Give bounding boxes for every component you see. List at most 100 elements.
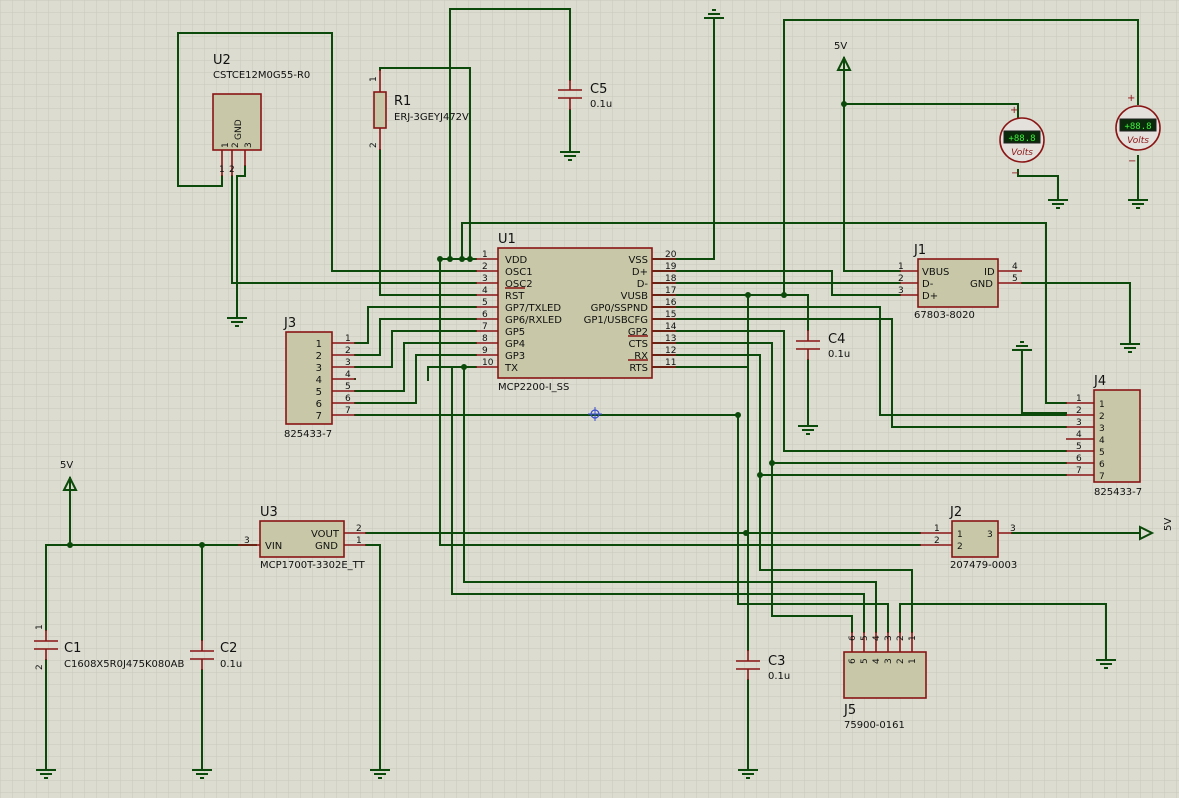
u1-pin-name: OSC1 bbox=[505, 267, 533, 278]
ground-icon bbox=[1128, 199, 1148, 209]
j5-pin-number: 4 bbox=[872, 635, 882, 641]
svg-text:GND: GND bbox=[970, 279, 993, 290]
u1-pin-name: OSC2 bbox=[505, 279, 533, 290]
c1-capacitor[interactable]: C1 C1608X5R0J475K080AB 1 2 bbox=[34, 624, 184, 670]
j5-pin-inner: 1 bbox=[908, 658, 918, 664]
j4-pin-number: 7 bbox=[1076, 466, 1082, 476]
u1-pin-name: GP5 bbox=[505, 327, 525, 338]
svg-text:75900-0161: 75900-0161 bbox=[844, 720, 905, 731]
svg-text:0.1u: 0.1u bbox=[768, 671, 790, 682]
u1-pin-name: CTS bbox=[629, 339, 648, 350]
voltmeter-2[interactable]: +88.8 Volts + − bbox=[1115, 93, 1161, 167]
svg-text:C1608X5R0J475K080AB: C1608X5R0J475K080AB bbox=[64, 659, 184, 670]
svg-text:3: 3 bbox=[244, 142, 254, 148]
svg-text:1: 1 bbox=[356, 536, 362, 546]
u1-pin-name: GP7/TXLED bbox=[505, 303, 561, 314]
svg-text:0.1u: 0.1u bbox=[828, 349, 850, 360]
j4-pin-inner: 1 bbox=[1099, 400, 1105, 410]
r1-part: ERJ-3GEYJ472V bbox=[394, 112, 469, 123]
u1-pin-number: 16 bbox=[665, 298, 677, 308]
u1-pin-name: GP0/SSPND bbox=[591, 303, 649, 314]
u1-pin-name: VDD bbox=[505, 255, 528, 266]
svg-text:VBUS: VBUS bbox=[922, 267, 949, 278]
svg-text:825433-7: 825433-7 bbox=[284, 429, 332, 440]
svg-text:2: 2 bbox=[35, 664, 45, 670]
svg-text:3: 3 bbox=[987, 530, 993, 540]
j4-pin-number: 4 bbox=[1076, 430, 1082, 440]
r1-resistor[interactable]: R1 ERJ-3GEYJ472V 1 2 bbox=[369, 70, 469, 150]
power-5v-right[interactable]: 5V bbox=[1139, 518, 1174, 541]
j5-pin-number: 2 bbox=[896, 635, 906, 641]
j4-pin-inner: 5 bbox=[1099, 448, 1105, 458]
svg-text:C1: C1 bbox=[64, 641, 81, 656]
svg-text:ID: ID bbox=[984, 267, 995, 278]
svg-text:J1: J1 bbox=[913, 243, 926, 258]
c3-capacitor[interactable]: C3 0.1u bbox=[736, 650, 790, 682]
u2-gnd-label: GND bbox=[234, 119, 244, 140]
j5-pin-inner: 5 bbox=[860, 658, 870, 664]
ground-icon bbox=[370, 769, 390, 779]
j5-pin-number: 1 bbox=[908, 635, 918, 641]
svg-text:2: 2 bbox=[369, 142, 379, 148]
u1-pin-name: RX bbox=[634, 351, 648, 362]
j1-usb-connector[interactable]: J1 67803-8020 VBUS D- D+ ID GND 1 2 3 4 … bbox=[898, 243, 1022, 321]
ground-icon bbox=[798, 425, 818, 435]
ground-icon bbox=[36, 769, 56, 779]
svg-text:2: 2 bbox=[231, 142, 241, 148]
u1-pin-name: GP4 bbox=[505, 339, 525, 350]
svg-text:U3: U3 bbox=[260, 505, 278, 520]
u1-pin-name: VSS bbox=[628, 255, 648, 266]
u2-resonator[interactable]: U2 CSTCE12M0G55-R0 GND 1 2 3 1 2 bbox=[212, 53, 310, 176]
svg-text:1: 1 bbox=[898, 262, 904, 272]
u1-pin-number: 1 bbox=[482, 250, 488, 260]
j5-pin-inner: 2 bbox=[896, 658, 906, 664]
u1-pin-name: GP2 bbox=[628, 327, 648, 338]
u1-pin-number: 7 bbox=[482, 322, 488, 332]
u1-pin-number: 14 bbox=[665, 322, 677, 332]
power-5v-left[interactable]: 5V bbox=[60, 460, 78, 491]
power-5v-top[interactable]: 5V bbox=[834, 41, 852, 71]
u3-regulator[interactable]: U3 MCP1700T-3302E_TT VIN VOUT GND 3 2 1 bbox=[238, 505, 366, 571]
c4-capacitor[interactable]: C4 0.1u bbox=[796, 330, 850, 360]
j5-pin-inner: 4 bbox=[872, 658, 882, 664]
j3-pin-number: 3 bbox=[345, 358, 351, 368]
svg-text:C4: C4 bbox=[828, 332, 845, 347]
svg-text:C2: C2 bbox=[220, 641, 237, 656]
c2-capacitor[interactable]: C2 0.1u bbox=[190, 640, 242, 670]
svg-text:1: 1 bbox=[369, 76, 379, 82]
j3-pin-number: 2 bbox=[316, 351, 322, 362]
voltmeter-1[interactable]: +88.8 Volts + − bbox=[999, 105, 1045, 179]
svg-text:C5: C5 bbox=[590, 82, 607, 97]
ground-symbols bbox=[36, 9, 1148, 779]
u1-pin-number: 17 bbox=[665, 286, 676, 296]
c5-capacitor[interactable]: C5 0.1u bbox=[558, 80, 612, 110]
svg-text:GND: GND bbox=[315, 541, 338, 552]
svg-text:2: 2 bbox=[898, 274, 904, 284]
svg-text:0.1u: 0.1u bbox=[220, 659, 242, 670]
u1-pin-number: 20 bbox=[665, 250, 677, 260]
svg-text:825433-7: 825433-7 bbox=[1094, 487, 1142, 498]
svg-text:MCP1700T-3302E_TT: MCP1700T-3302E_TT bbox=[260, 560, 366, 571]
svg-text:−: − bbox=[1011, 168, 1019, 179]
power-label: 5V bbox=[60, 460, 73, 471]
u1-pin-name: D- bbox=[637, 279, 649, 290]
power-label: 5V bbox=[834, 41, 847, 52]
svg-text:3: 3 bbox=[244, 536, 250, 546]
u1-pin-name: GP3 bbox=[505, 351, 525, 362]
svg-text:0.1u: 0.1u bbox=[590, 99, 612, 110]
u1-pin-name: TX bbox=[504, 363, 518, 374]
u1-pin-number: 5 bbox=[482, 298, 488, 308]
j4-pin-number: 2 bbox=[1076, 406, 1082, 416]
svg-text:1: 1 bbox=[957, 530, 963, 540]
j2-connector[interactable]: J2 207479-0003 1 2 3 1 2 3 bbox=[920, 505, 1017, 571]
ground-icon bbox=[192, 769, 212, 779]
j4-pin-inner: 2 bbox=[1099, 412, 1105, 422]
u1-pin-number: 9 bbox=[482, 346, 488, 356]
j3-pin-number: 7 bbox=[316, 411, 322, 422]
